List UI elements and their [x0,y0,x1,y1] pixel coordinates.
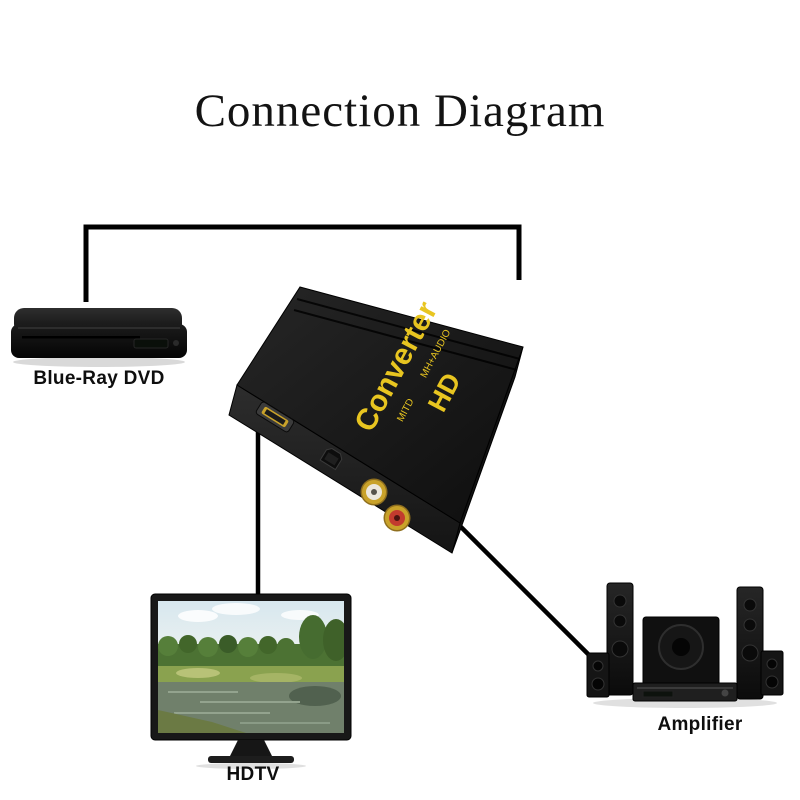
hdmi-port [255,401,295,433]
bluray-disc-tray [22,336,140,339]
converter-top-face [236,286,524,524]
hdtv-label: HDTV [226,764,280,785]
receiver-unit [632,682,738,702]
hdtv-stand-base [208,756,294,763]
bluray-edge-highlight [18,327,180,329]
bluray-label: Blue-Ray DVD [33,368,165,389]
speaker-satellite-left [586,652,610,698]
speaker-tower-right [736,586,764,700]
bluray-display [133,338,169,349]
hdtv-stand-neck [230,740,272,756]
speaker-satellite-right [760,650,784,696]
bluray-front-face [11,324,187,358]
bluray-power-button [173,340,179,346]
optical-port [319,448,343,471]
bluray-shadow [13,357,185,367]
rca-red-port [383,504,411,532]
converter-groove-line-1 [296,298,521,360]
bluray-player-image [11,308,187,367]
converter-groove-line-2 [293,309,518,371]
speaker-tower-left [606,582,634,696]
converter-image: Converter MITD MH+AUDIO HD [228,286,524,554]
page-title: Connection Diagram [194,85,606,137]
amplifier-image [586,582,784,708]
amplifier-label: Amplifier [657,714,743,735]
rca-white-port [360,478,388,506]
hdtv-screen [158,601,344,733]
hdtv-shadow [196,763,306,769]
subwoofer [642,616,720,692]
hdtv-image [150,593,352,769]
